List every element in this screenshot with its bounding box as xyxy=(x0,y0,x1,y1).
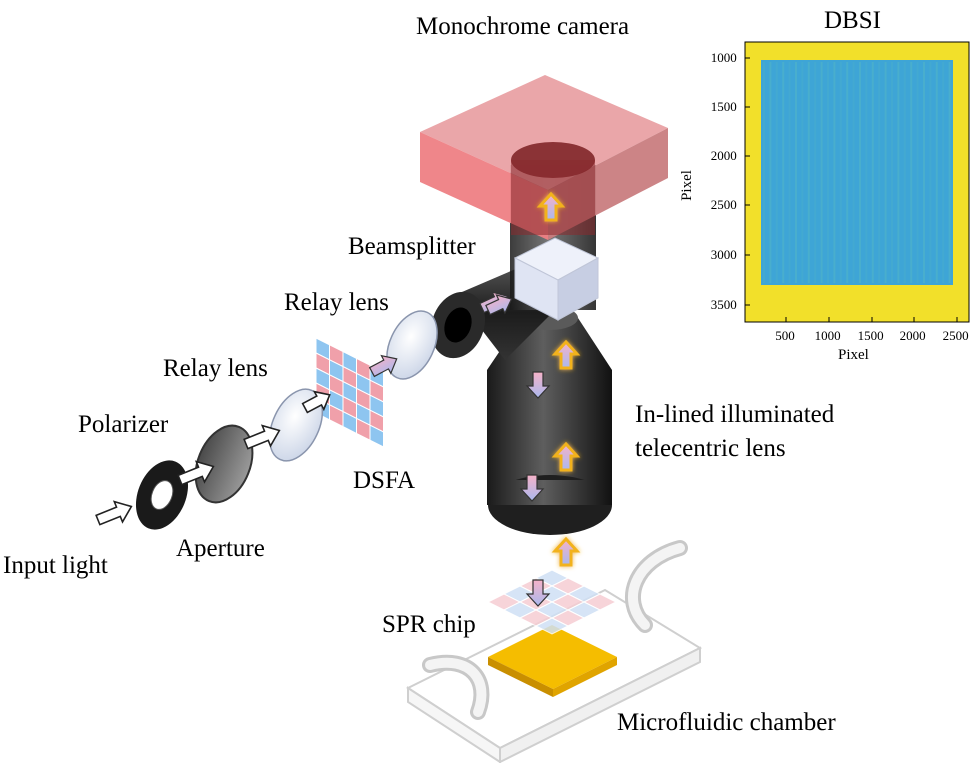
label-monochrome-camera: Monochrome camera xyxy=(416,13,630,40)
y-tick-label: 3000 xyxy=(710,247,737,262)
telecentric-lens xyxy=(487,306,612,535)
dsfa-to-lens-arrow xyxy=(368,354,398,378)
x-tick-label: 1500 xyxy=(857,328,884,343)
y-tick-label: 1000 xyxy=(710,50,737,65)
y-tick-label: 2500 xyxy=(710,197,737,212)
x-tick-label: 2000 xyxy=(899,328,926,343)
glowing-arrows xyxy=(536,191,581,567)
dbsi-xlabel: Pixel xyxy=(838,347,869,363)
monochrome-camera xyxy=(420,75,668,240)
up-arrow-camera xyxy=(536,191,566,222)
label-input-light: Input light xyxy=(3,552,108,579)
label-beamsplitter: Beamsplitter xyxy=(348,233,476,260)
down-arrow-1 xyxy=(525,371,551,399)
beam-arrow-cube xyxy=(485,294,513,316)
y-tick-label: 2000 xyxy=(710,148,737,163)
input-arrow-2 xyxy=(177,460,215,486)
down-arrow-2 xyxy=(519,474,545,502)
dbsi-inner-region xyxy=(761,60,953,285)
dsfa-array xyxy=(315,337,384,448)
dbsi-image xyxy=(744,41,970,323)
label-microfluidic-chamber: Microfluidic chamber xyxy=(617,709,836,736)
dbsi-title: DBSI xyxy=(824,7,881,34)
dbsi-axis-ticks xyxy=(745,57,958,322)
up-arrow-lens-1 xyxy=(551,339,581,370)
label-spr-chip: SPR chip xyxy=(382,611,476,638)
x-tick-label: 2500 xyxy=(942,328,969,343)
input-arrow-4 xyxy=(301,390,331,414)
label-relay-lens-1: Relay lens xyxy=(163,355,268,382)
up-arrow-lens-3 xyxy=(551,536,581,567)
aperture xyxy=(135,460,189,530)
dbsi-ylabel: Pixel xyxy=(678,170,695,201)
dsfa-cell xyxy=(369,424,384,448)
polarizer xyxy=(194,424,254,504)
down-arrows xyxy=(519,371,551,607)
y-tick-label: 3500 xyxy=(710,297,737,312)
input-light-arrows xyxy=(95,390,331,526)
projected-cell xyxy=(534,617,570,635)
x-tick-label: 1000 xyxy=(814,328,841,343)
y-tick-label: 1500 xyxy=(710,99,737,114)
input-arrow-3 xyxy=(243,424,281,450)
projected-dsfa-pattern xyxy=(486,569,618,635)
spr-chip xyxy=(488,625,617,697)
label-polarizer: Polarizer xyxy=(78,411,169,438)
label-telecentric-line2: telecentric lens xyxy=(635,435,786,462)
dbsi-fringe-pattern xyxy=(763,62,951,283)
label-aperture: Aperture xyxy=(176,535,265,562)
relay-lens-2 xyxy=(386,310,438,380)
up-arrow-lens-2 xyxy=(551,441,581,472)
beamsplitter-cube xyxy=(513,237,600,321)
label-relay-lens-2: Relay lens xyxy=(284,289,389,316)
label-dsfa: DSFA xyxy=(353,467,416,494)
x-tick-label: 500 xyxy=(775,328,795,343)
label-telecentric-line1: In-lined illuminated xyxy=(635,401,835,428)
input-arrow-1 xyxy=(95,500,133,526)
down-arrow-3 xyxy=(525,579,551,607)
